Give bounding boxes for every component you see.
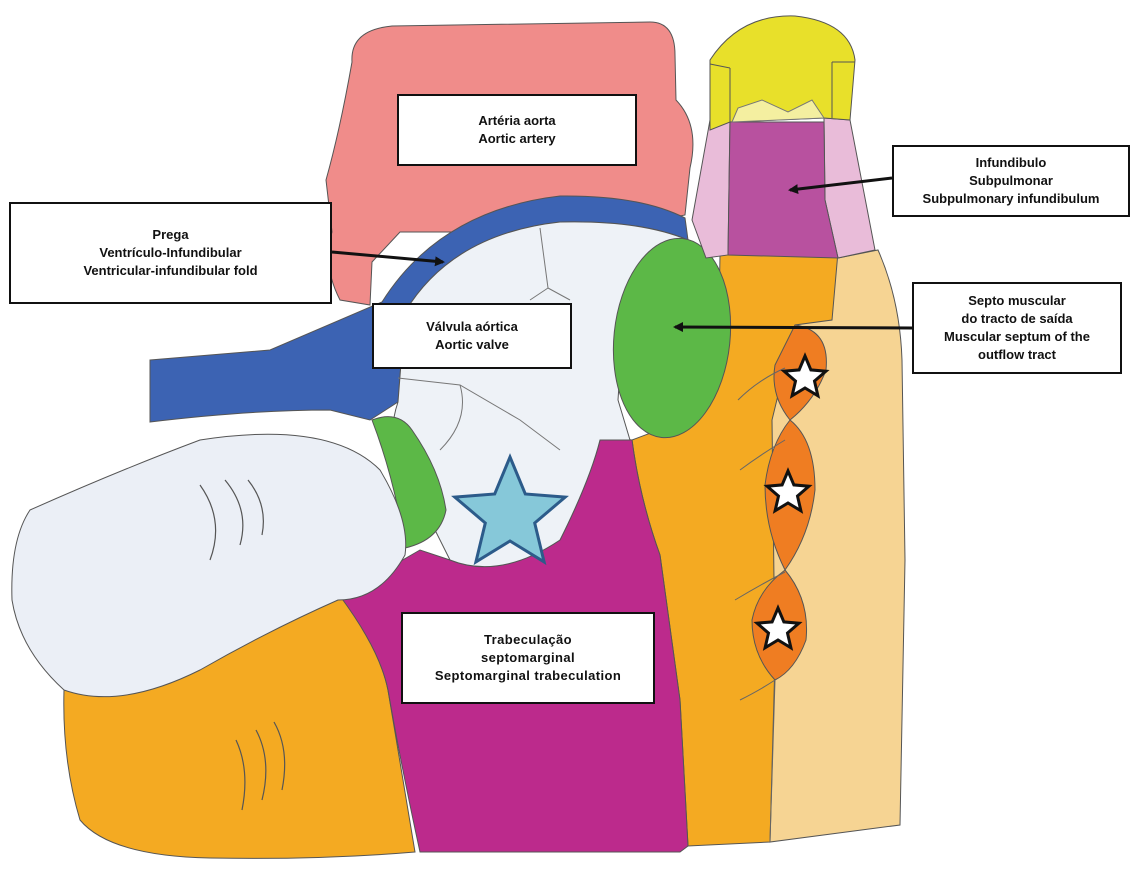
aorta-label-en: Aortic artery bbox=[478, 130, 555, 148]
trabeculation-label-pt2: septomarginal bbox=[481, 649, 575, 667]
label-subpulmonary-infundibulum: Infundibulo Subpulmonar Subpulmonary inf… bbox=[892, 145, 1130, 217]
fold-label-pt2: Ventrículo-Infundibular bbox=[99, 244, 241, 262]
label-ventricular-infundibular-fold: Prega Ventrículo-Infundibular Ventricula… bbox=[9, 202, 332, 304]
label-septomarginal-trabeculation: Trabeculação septomarginal Septomarginal… bbox=[401, 612, 655, 704]
arrow-septum bbox=[675, 327, 912, 328]
infundibulum-label-en: Subpulmonary infundibulum bbox=[923, 190, 1100, 208]
aorta-label-pt: Artéria aorta bbox=[478, 112, 555, 130]
trabeculation-label-pt1: Trabeculação bbox=[484, 631, 572, 649]
label-aortic-valve: Válvula aórtica Aortic valve bbox=[372, 303, 572, 369]
septum-label-en2: outflow tract bbox=[978, 346, 1056, 364]
fold-label-pt1: Prega bbox=[152, 226, 188, 244]
trabeculation-label-en: Septomarginal trabeculation bbox=[435, 667, 621, 685]
septum-label-pt2: do tracto de saída bbox=[961, 310, 1072, 328]
label-muscular-septum: Septo muscular do tracto de saída Muscul… bbox=[912, 282, 1122, 374]
valve-label-pt: Válvula aórtica bbox=[426, 318, 518, 336]
valve-label-en: Aortic valve bbox=[435, 336, 509, 354]
subpulmonary-infundibulum-shape bbox=[728, 122, 838, 258]
infundibulum-side-left bbox=[692, 118, 730, 258]
fold-label-en: Ventricular-infundibular fold bbox=[83, 262, 257, 280]
label-aortic-artery: Artéria aorta Aortic artery bbox=[397, 94, 637, 166]
septum-label-pt1: Septo muscular bbox=[968, 292, 1066, 310]
infundibulum-label-pt1: Infundibulo bbox=[976, 154, 1047, 172]
infundibulum-label-pt2: Subpulmonar bbox=[969, 172, 1053, 190]
septum-label-en1: Muscular septum of the bbox=[944, 328, 1090, 346]
